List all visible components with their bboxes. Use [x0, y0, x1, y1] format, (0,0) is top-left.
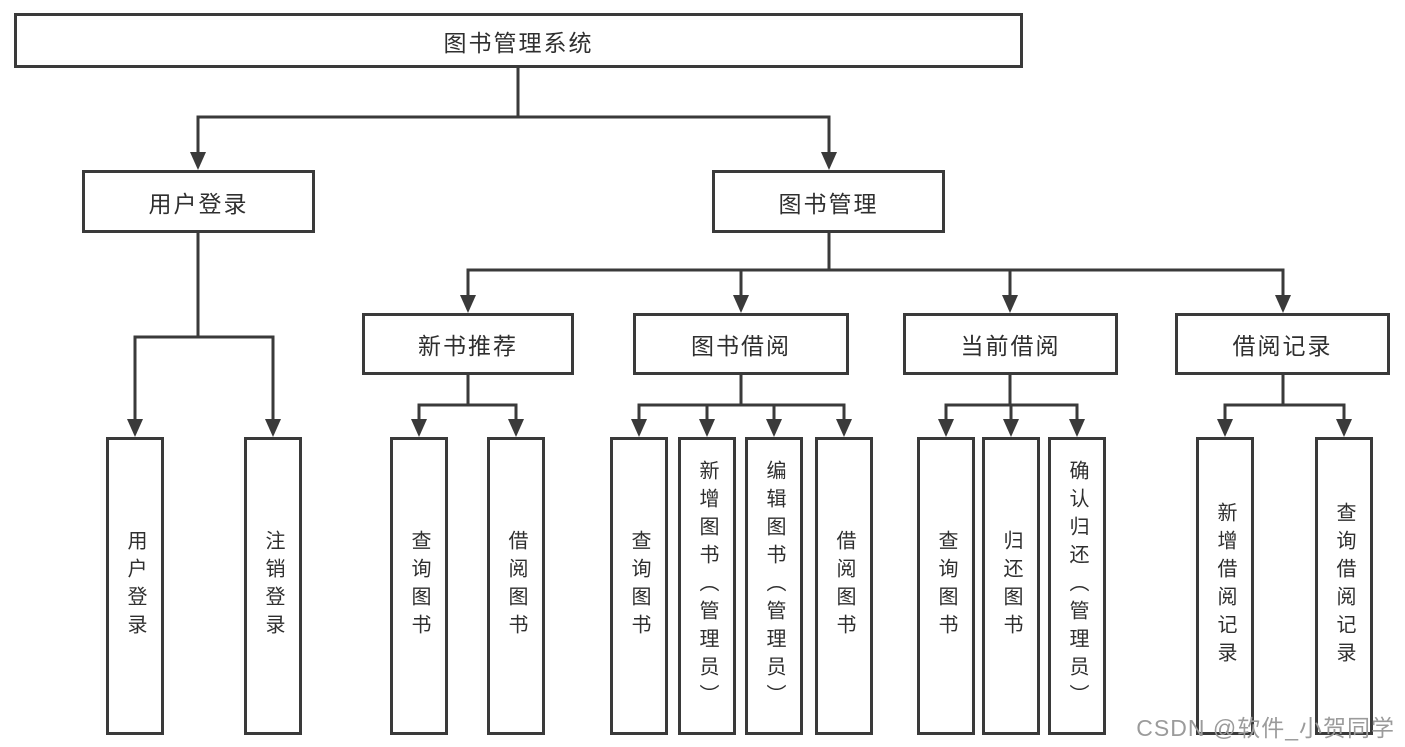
csdn-watermark: CSDN @软件_小贺同学 — [1136, 715, 1395, 741]
node-label: 用户登录 — [124, 530, 146, 642]
node-label: 当前借阅 — [960, 333, 1061, 359]
node-label: 注销登录 — [262, 530, 284, 642]
node-label: 归还图书 — [1000, 530, 1022, 642]
leaf-user-login: 用户登录 — [106, 437, 164, 735]
leaf-logout: 注销登录 — [244, 437, 302, 735]
node-borrow-records: 借阅记录 — [1175, 313, 1390, 375]
leaf-edit-books-admin: 编辑图书（管理员） — [745, 437, 803, 735]
node-new-book-recommend: 新书推荐 — [362, 313, 574, 375]
leaf-query-books: 查询图书 — [917, 437, 975, 735]
node-label: 查询图书 — [628, 530, 650, 642]
node-label: 图书管理 — [778, 190, 879, 217]
leaf-confirm-return-admin: 确认归还（管理员） — [1048, 437, 1106, 735]
node-label: 图书管理系统 — [443, 29, 594, 56]
node-label: 编辑图书（管理员） — [763, 460, 785, 712]
leaf-borrow-books: 借阅图书 — [487, 437, 545, 735]
leaf-query-books: 查询图书 — [610, 437, 668, 735]
node-current-borrow: 当前借阅 — [903, 313, 1118, 375]
node-label: 查询借阅记录 — [1333, 502, 1355, 670]
node-label: 借阅记录 — [1232, 333, 1333, 359]
node-label: 查询图书 — [935, 530, 957, 642]
node-book-borrow: 图书借阅 — [633, 313, 849, 375]
leaf-query-books: 查询图书 — [390, 437, 448, 735]
node-label: 借阅图书 — [505, 530, 527, 642]
node-book-management: 图书管理 — [712, 170, 945, 233]
node-label: 新增图书（管理员） — [696, 460, 718, 712]
leaf-add-books-admin: 新增图书（管理员） — [678, 437, 736, 735]
node-label: 新增借阅记录 — [1214, 502, 1236, 670]
leaf-query-borrow-record: 查询借阅记录 — [1315, 437, 1373, 735]
node-label: 图书借阅 — [691, 333, 791, 359]
leaf-add-borrow-record: 新增借阅记录 — [1196, 437, 1254, 735]
node-user-login: 用户登录 — [82, 170, 315, 233]
node-label: 查询图书 — [408, 530, 430, 642]
leaf-return-books: 归还图书 — [982, 437, 1040, 735]
node-label: 确认归还（管理员） — [1066, 460, 1088, 712]
node-label: 借阅图书 — [833, 530, 855, 642]
node-label: 用户登录 — [148, 190, 249, 217]
node-label: 新书推荐 — [418, 333, 518, 359]
node-library-management-system: 图书管理系统 — [14, 13, 1023, 68]
leaf-borrow-books: 借阅图书 — [815, 437, 873, 735]
